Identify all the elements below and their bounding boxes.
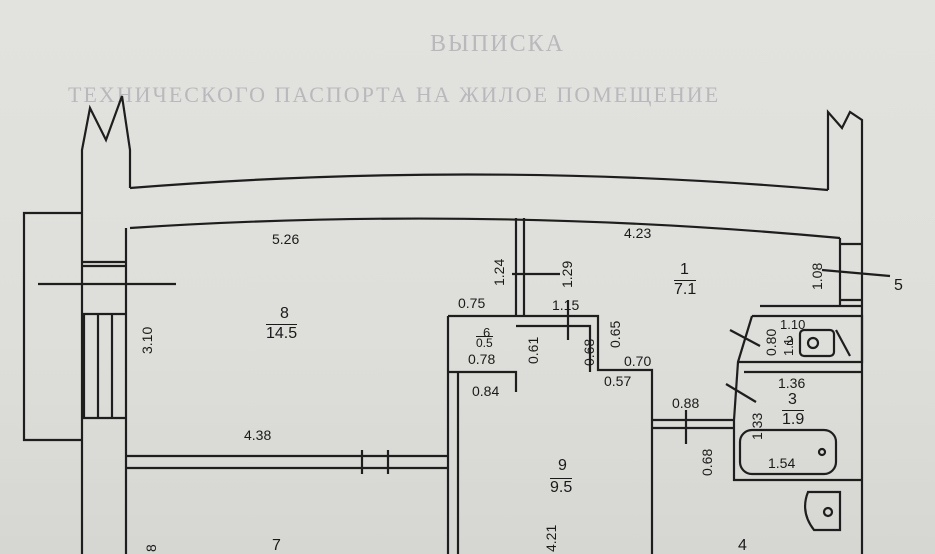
dimension-1-15: 1.15 (552, 297, 580, 313)
dimension-0-65: 0.65 (607, 320, 623, 348)
dimension-4-21: 4.21 (543, 524, 559, 552)
dimension-1-24: 1.24 (491, 258, 507, 286)
dimension-1-29: 1.29 (559, 260, 575, 288)
break-line-left (80, 95, 132, 554)
dimension-0-68-hall: 0.68 (581, 338, 597, 366)
wc-bath-block (732, 304, 864, 482)
room-2-area: 1.1 (781, 337, 796, 356)
door-room8 (360, 450, 390, 474)
room-4-number: 4 (738, 537, 747, 554)
dimension-0-57: 0.57 (604, 373, 632, 389)
dimension-0-61: 0.61 (525, 336, 541, 364)
dimension-1-36: 1.36 (778, 375, 806, 391)
watermark-subtitle: ТЕХНИЧЕСКОГО ПАСПОРТА НА ЖИЛОЕ ПОМЕЩЕНИЕ (68, 82, 721, 107)
dimension-5-26: 5.26 (272, 231, 300, 247)
dimension-3-10: 3.10 (139, 326, 155, 354)
room-5-number: 5 (894, 277, 903, 294)
toilet-fixture (798, 328, 836, 358)
tick-133 (725, 383, 757, 403)
leader-room5 (821, 268, 891, 278)
room-1-area: 7.1 (674, 280, 697, 298)
dimension-1-08: 1.08 (809, 262, 825, 290)
room-9-number: 9 (558, 457, 567, 474)
room-9-area: 9.5 (550, 478, 573, 496)
dimension-1-10: 1.10 (780, 317, 806, 332)
room-3-number: 3 (788, 391, 797, 408)
dimension-0-70: 0.70 (624, 353, 652, 369)
room-3-area: 1.9 (782, 410, 805, 428)
exterior-wall-top-outer (129, 173, 829, 192)
partition-top (514, 218, 526, 316)
balcony-left (22, 211, 82, 442)
break-line-right (826, 109, 864, 554)
wall-room8-room7 (126, 454, 448, 470)
watermark-title: ВЫПИСКА (430, 31, 565, 57)
tick-080 (729, 329, 761, 347)
sink-drain (822, 506, 834, 518)
dimension-0-75: 0.75 (458, 295, 486, 311)
dimension-0-84: 0.84 (472, 383, 500, 399)
dimension-1-54: 1.54 (768, 455, 796, 471)
window-left (82, 260, 126, 420)
dimension-0-68-bath: 0.68 (699, 448, 715, 476)
dimension-0-78: 0.78 (468, 351, 496, 367)
sink-fixture (803, 490, 842, 532)
exterior-wall-top-inner (129, 217, 841, 240)
room-7-number: 7 (272, 537, 281, 554)
dimension-4-38: 4.38 (244, 427, 272, 443)
bathtub-drain (817, 447, 827, 457)
room-6-area: 0.5 (476, 336, 493, 350)
dimension-0-80: 0.80 (763, 328, 779, 356)
dimension-1-33: 1.33 (749, 412, 765, 440)
dimension-0-88: 0.88 (672, 395, 700, 411)
room-8-area: 14.5 (266, 324, 298, 342)
toilet-bowl (806, 336, 820, 350)
dimension-4-23: 4.23 (624, 225, 652, 241)
room-6-number: 6 (483, 325, 491, 340)
room-1-number: 1 (680, 261, 689, 278)
bathtub (738, 428, 838, 476)
toilet-tank (835, 329, 851, 357)
hall-walls (516, 314, 654, 554)
closet-6 (446, 314, 518, 554)
room-2-number: 2 (786, 333, 794, 348)
wall-room1-bath (652, 418, 734, 430)
dimension-8: 8 (143, 544, 159, 552)
room-8-number: 8 (280, 305, 289, 322)
